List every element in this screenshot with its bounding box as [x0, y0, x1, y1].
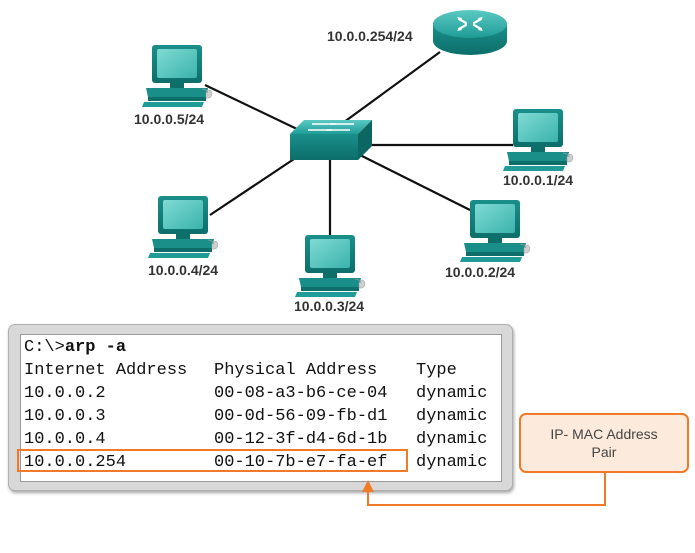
table-row: 10.0.0.254 00-10-7b-e7-fa-ef dynamic — [24, 453, 500, 553]
host-label-pc5: 10.0.0.5/24 — [134, 111, 205, 127]
table-row: 10.0.0.3 00-0d-56-09-fb-d1 dynamic — [24, 407, 500, 507]
type-cell: dynamic — [416, 384, 488, 403]
header-physical-address: Physical Address — [214, 361, 378, 380]
command: arp -a — [64, 338, 127, 357]
type-cell: dynamic — [416, 430, 488, 449]
terminal-window: C:\>arp -a Internet Address Physical Add… — [8, 324, 513, 491]
mac-cell: 00-10-7b-e7-fa-ef — [214, 453, 388, 472]
terminal-output: C:\>arp -a Internet Address Physical Add… — [20, 334, 502, 482]
command-line: C:\>arp -a — [24, 338, 126, 358]
highlight-box — [17, 449, 408, 472]
header-internet-address: Internet Address — [24, 361, 188, 380]
link-switch-pc4 — [209, 154, 301, 216]
router-label: 10.0.0.254/24 — [327, 28, 413, 44]
pc-icon-5 — [141, 44, 213, 108]
type-cell: dynamic — [416, 453, 488, 472]
switch-icon — [290, 120, 372, 160]
host-label-pc3: 10.0.0.3/24 — [294, 298, 365, 314]
pc-icon-2 — [459, 199, 531, 263]
host-label-pc2: 10.0.0.2/24 — [445, 264, 516, 280]
network-diagram — [141, 10, 574, 298]
mac-cell: 00-0d-56-09-fb-d1 — [214, 407, 388, 426]
callout-text-line2: Pair — [591, 444, 617, 460]
router-icon — [433, 10, 507, 55]
prompt: C:\> — [24, 338, 65, 357]
link-switch-router — [339, 51, 441, 126]
callout-text-line1: IP- MAC Address — [550, 426, 658, 442]
callout-box: IP- MAC Address Pair — [519, 413, 689, 473]
ip-cell: 10.0.0.2 — [24, 384, 106, 403]
host-label-pc1: 10.0.0.1/24 — [503, 172, 574, 188]
pc-icon-3 — [294, 234, 366, 298]
table-row: 10.0.0.4 00-12-3f-d4-6d-1b dynamic — [24, 430, 500, 530]
type-cell: dynamic — [416, 407, 488, 426]
ip-cell: 10.0.0.4 — [24, 430, 106, 449]
host-label-pc4: 10.0.0.4/24 — [148, 262, 219, 278]
ip-cell: 10.0.0.254 — [24, 453, 127, 472]
pc-icon-4 — [147, 195, 219, 259]
pc-icon-1 — [502, 108, 574, 172]
mac-cell: 00-08-a3-b6-ce-04 — [214, 384, 388, 403]
table-row: 10.0.0.2 00-08-a3-b6-ce-04 dynamic — [24, 384, 500, 484]
ip-cell: 10.0.0.3 — [24, 407, 106, 426]
link-switch-pc2 — [359, 154, 471, 211]
header-type: Type — [416, 361, 457, 380]
mac-cell: 00-12-3f-d4-6d-1b — [214, 430, 388, 449]
table-header: Internet Address Physical Address Type — [24, 361, 500, 461]
